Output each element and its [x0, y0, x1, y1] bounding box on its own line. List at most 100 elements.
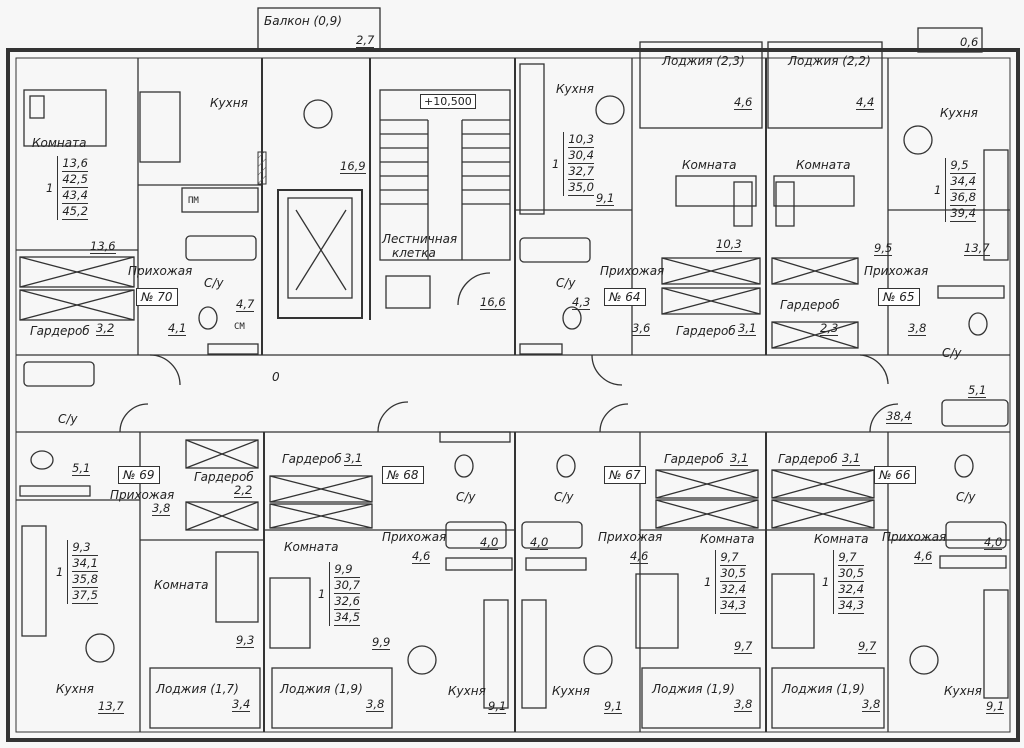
a67-hall-area: 4,6	[630, 549, 649, 564]
loggia-1-9-a-area: 3,8	[366, 697, 385, 712]
a65-room-area: 9,5	[874, 241, 893, 256]
stairs-label-1: Лестничная	[382, 232, 458, 246]
a66-val-3: 32,4	[838, 582, 864, 598]
loggia-1-9-c-label: Лоджия (1,9)	[782, 682, 865, 696]
a70-hall-label: Прихожая	[128, 264, 193, 278]
a69-val-4: 37,5	[72, 588, 98, 604]
a64-kitchen-label: Кухня	[556, 82, 594, 96]
a68-val-1: 9,9	[334, 562, 360, 578]
a70-val-2: 42,5	[62, 172, 88, 188]
a69-wardrobe-label: Гардероб	[194, 470, 254, 484]
loggia-1-9-a-label: Лоджия (1,9)	[280, 682, 363, 696]
a68-room-area: 9,9	[372, 635, 391, 650]
a67-room-area: 9,7	[734, 639, 753, 654]
balcony-area: 2,7	[356, 33, 375, 48]
a65-number: № 65	[878, 288, 920, 306]
a65-kitchen-area: 13,7	[964, 241, 990, 256]
a64-number: № 64	[604, 288, 646, 306]
a70-bath-area: 4,7	[236, 297, 255, 312]
a67-val-1: 9,7	[720, 550, 746, 566]
loggia-1-7-area: 3,4	[232, 697, 251, 712]
a65-val-4: 39,4	[950, 206, 976, 222]
a67-wardrobe-label: Гардероб	[664, 452, 724, 466]
a70-kitchen-label: Кухня	[210, 96, 248, 110]
a65-val-3: 36,8	[950, 190, 976, 206]
a70-room-area: 13,6	[90, 239, 116, 254]
loggia-1-9-b-label: Лоджия (1,9)	[652, 682, 735, 696]
a64-bath-label: С/у	[556, 276, 576, 290]
a64-val-2: 30,4	[568, 148, 594, 164]
a65-wardrobe-area: 2,3	[820, 321, 839, 336]
a67-rooms: 1	[704, 575, 712, 589]
a69-val-2: 34,1	[72, 556, 98, 572]
a68-hall-area: 4,6	[412, 549, 431, 564]
loggia-1-7-label: Лоджия (1,7)	[156, 682, 239, 696]
a69-room-label: Комната	[154, 578, 209, 592]
a64-room-area: 10,3	[716, 237, 742, 252]
a66-val-1: 9,7	[838, 550, 864, 566]
a66-room-label: Комната	[814, 532, 869, 546]
a64-wardrobe-area: 3,1	[738, 321, 757, 336]
a67-area-stack: 1 9,7 30,5 32,4 34,3	[704, 550, 746, 614]
a66-number: № 66	[874, 466, 916, 484]
a66-val-4: 34,3	[838, 598, 864, 614]
a64-kitchen-area: 9,1	[596, 191, 615, 206]
a68-wardrobe-label: Гардероб	[282, 452, 342, 466]
a68-rooms: 1	[318, 587, 326, 601]
a69-hall-label: Прихожая	[110, 488, 175, 502]
a68-room-label: Комната	[284, 540, 339, 554]
a66-kitchen-label: Кухня	[944, 684, 982, 698]
a70-val-1: 13,6	[62, 156, 88, 172]
a66-area-stack: 1 9,7 30,5 32,4 34,3	[822, 550, 864, 614]
a66-bath-label: С/у	[956, 490, 976, 504]
area-0-6: 0,6	[960, 35, 979, 50]
a68-kitchen-label: Кухня	[448, 684, 486, 698]
a69-area-stack: 1 9,3 34,1 35,8 37,5	[56, 540, 98, 604]
a65-room-label: Комната	[796, 158, 851, 172]
a68-bath-label: С/у	[456, 490, 476, 504]
a66-room-area: 9,7	[858, 639, 877, 654]
a68-hall-label: Прихожая	[382, 530, 447, 544]
loggia-2-2-area: 4,4	[856, 95, 875, 110]
a69-val-1: 9,3	[72, 540, 98, 556]
a66-wardrobe-label: Гардероб	[778, 452, 838, 466]
a69-kitchen-area: 13,7	[98, 699, 124, 714]
a65-rooms: 1	[934, 183, 942, 197]
a68-wardrobe-area: 3,1	[344, 451, 363, 466]
a70-pm-label: ПМ	[188, 196, 199, 206]
stairs-area: 16,6	[480, 295, 506, 310]
balcony-label: Балкон (0,9)	[264, 14, 342, 28]
corridor-area: 38,4	[886, 409, 912, 424]
stairs-label-2: клетка	[392, 246, 436, 260]
a68-val-4: 34,5	[334, 610, 360, 626]
a69-kitchen-label: Кухня	[56, 682, 94, 696]
a68-area-stack: 1 9,9 30,7 32,6 34,5	[318, 562, 360, 626]
zero-mark: 0	[272, 370, 280, 384]
a65-area-stack: 1 9,5 34,4 36,8 39,4	[934, 158, 976, 222]
loggia-2-3-label: Лоджия (2,3)	[662, 54, 745, 68]
a70-sm-label: СМ	[234, 322, 245, 332]
a70-bath-label: С/у	[204, 276, 224, 290]
a66-bath-area: 4,0	[984, 535, 1003, 550]
loggia-1-9-b-area: 3,8	[734, 697, 753, 712]
a64-hall-area: 3,6	[632, 321, 651, 336]
a64-hall-label: Прихожая	[600, 264, 665, 278]
loggia-2-3-area: 4,6	[734, 95, 753, 110]
a66-kitchen-area: 9,1	[986, 699, 1005, 714]
a70-hall-area: 4,1	[168, 321, 187, 336]
a69-val-3: 35,8	[72, 572, 98, 588]
a67-kitchen-area: 9,1	[604, 699, 623, 714]
a67-room-label: Комната	[700, 532, 755, 546]
loggia-1-9-c-area: 3,8	[862, 697, 881, 712]
a68-val-2: 30,7	[334, 578, 360, 594]
a69-bath-label: С/у	[58, 412, 78, 426]
a64-bath-area: 4,3	[572, 295, 591, 310]
a64-val-4: 35,0	[568, 180, 594, 196]
a64-rooms: 1	[552, 157, 560, 171]
a69-number: № 69	[118, 466, 160, 484]
a64-val-1: 10,3	[568, 132, 594, 148]
a68-number: № 68	[382, 466, 424, 484]
a65-kitchen-label: Кухня	[940, 106, 978, 120]
